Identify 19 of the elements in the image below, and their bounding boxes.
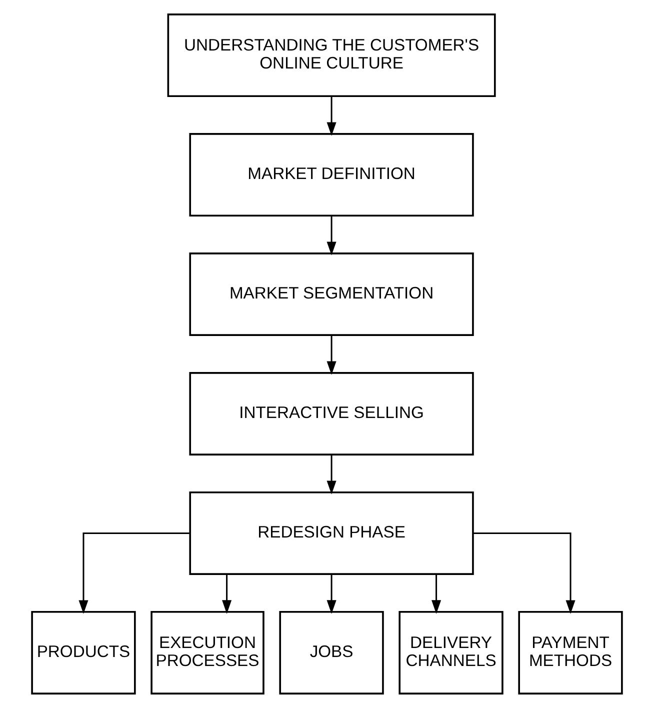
arrow [326,454,336,494]
node-box: UNDERSTANDING THE CUSTOMER'S ONLINE CULTURE [167,14,496,98]
arrow [473,532,576,614]
arrow [326,96,336,136]
node-box: DELIVERY CHANNELS [398,610,504,694]
arrow [222,574,232,614]
arrow [326,574,336,614]
node-box: PRODUCTS [31,610,136,694]
node-box: MARKET DEFINITION [189,133,474,216]
node-box: REDESIGN PHASE [189,492,474,575]
arrow [432,574,442,614]
node-box: MARKET SEGMENTATION [189,252,474,336]
arrow [326,216,336,256]
node-box: EXECUTION PROCESSES [150,610,264,694]
node-box: PAYMENT METHODS [518,610,623,694]
arrow [326,335,336,375]
node-box: INTERACTIVE SELLING [189,372,474,456]
node-box: JOBS [279,610,384,694]
arrow [78,532,190,614]
